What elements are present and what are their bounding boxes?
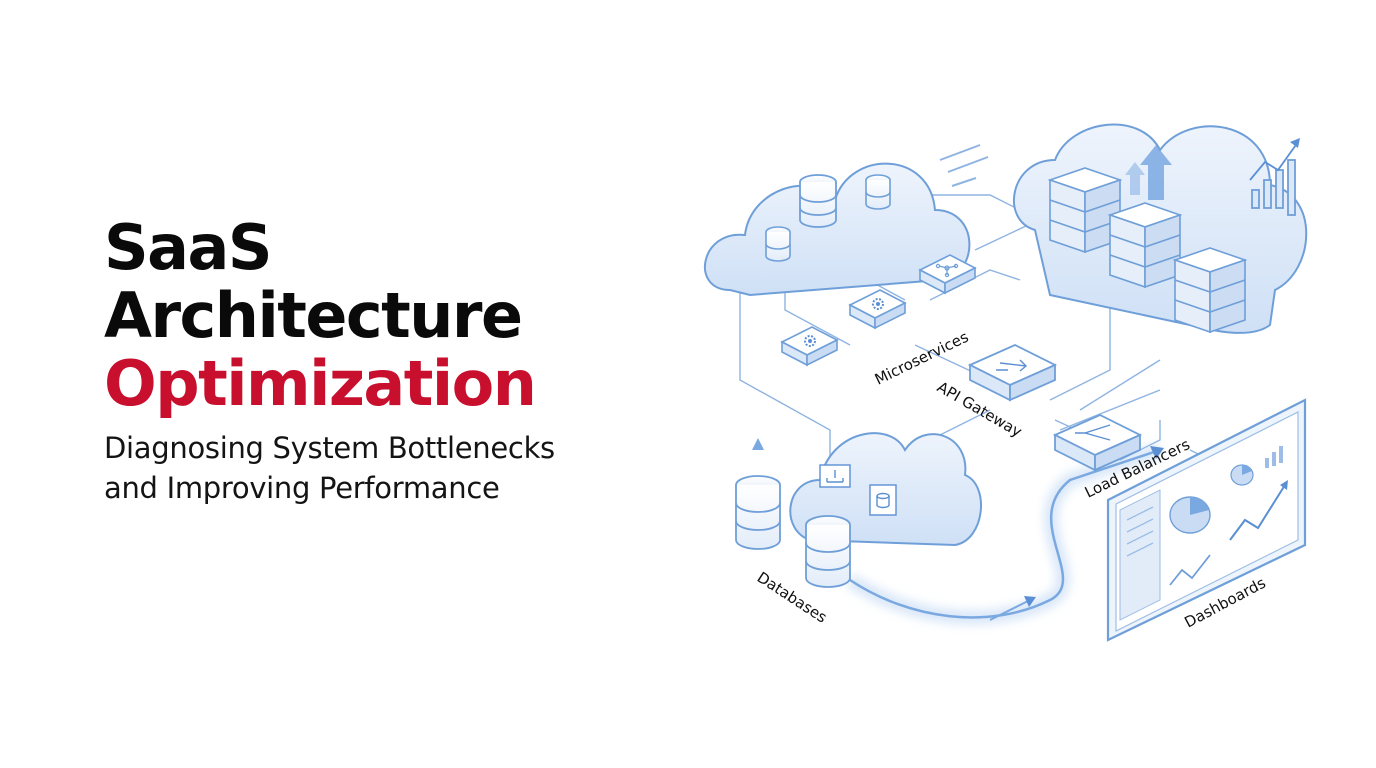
speed-arrows (939, 144, 989, 187)
title-block: SaaS Architecture Optimization Diagnosin… (104, 214, 684, 508)
title-line-3: Optimization (104, 347, 537, 420)
pie-chart-icon (1230, 464, 1254, 486)
trend-chart-icon (1249, 138, 1300, 216)
dashboard-screen-icon (1106, 398, 1307, 642)
network-icon (819, 464, 851, 488)
subtitle-line-2: and Improving Performance (104, 471, 500, 505)
microservice-tile-network (918, 254, 977, 295)
label-microservices: Microservices (872, 328, 972, 389)
subtitle: Diagnosing System Bottlenecks and Improv… (104, 428, 684, 508)
gear-icon (804, 335, 816, 347)
database-icon (869, 484, 897, 516)
gear-icon (872, 298, 884, 310)
network-icon (935, 263, 959, 278)
database-icon (799, 174, 837, 228)
cloud-icon (704, 162, 971, 297)
database-icon (735, 475, 781, 550)
line-chart-icon (1169, 554, 1211, 586)
microservice-tile-gear (848, 289, 907, 330)
down-arrow-icon (752, 438, 764, 450)
database-icon (765, 226, 791, 262)
data-flow-path (846, 443, 1164, 625)
architecture-illustration: Microservices API Gateway Load Balancers… (704, 123, 1308, 642)
title-line-1: SaaS (104, 211, 272, 284)
bar-chart-icon (1265, 446, 1283, 468)
trend-chart-icon (1229, 480, 1288, 541)
router-icon (1052, 414, 1143, 472)
upload-arrow-icon (1125, 145, 1172, 200)
title-line-2: Architecture (104, 279, 523, 352)
microservice-tile-gear (780, 326, 839, 367)
server-rack-icon (1172, 247, 1248, 334)
subtitle-line-1: Diagnosing System Bottlenecks (104, 431, 555, 465)
pie-chart-icon (1169, 496, 1211, 534)
server-rack-icon (1107, 202, 1183, 289)
database-icon (865, 174, 891, 210)
router-icon (967, 344, 1058, 402)
database-icon (805, 515, 851, 588)
